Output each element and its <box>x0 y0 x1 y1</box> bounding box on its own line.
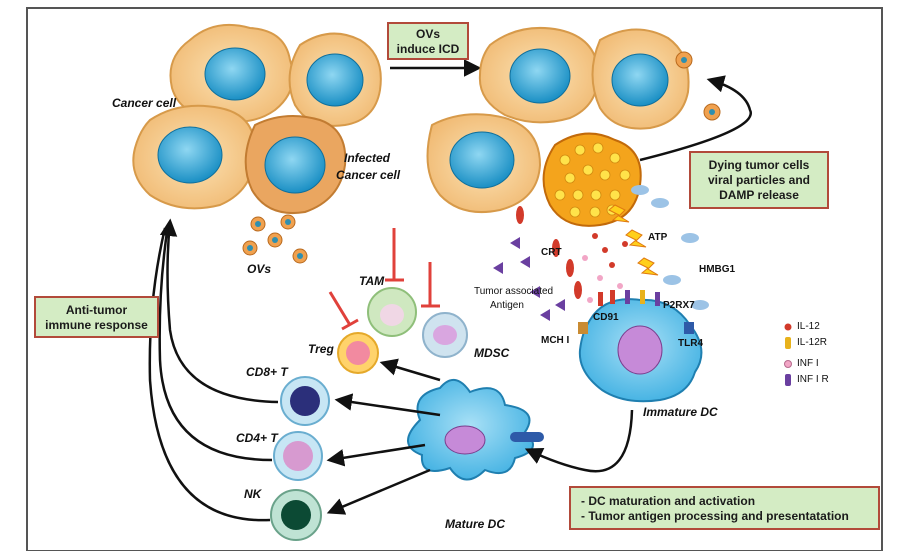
p2rx7-label: P2RX7 <box>663 300 695 311</box>
tumor-antigen-triangles <box>493 237 565 321</box>
box-text: Dying tumor cells <box>708 158 810 172</box>
nucleus-icon <box>157 126 223 184</box>
anti-tumor-response-box: Anti-tumor immune response <box>34 296 159 338</box>
red-dot-icon <box>784 323 792 331</box>
anti-tumor-response-curves <box>148 218 279 522</box>
cd8-label: CD8+ T <box>246 365 288 379</box>
released-virus-particles <box>675 51 721 121</box>
legend-inf1r: INF I R <box>797 374 829 385</box>
mch-label: MCH I <box>541 335 570 346</box>
taa-label-line2: Antigen <box>490 300 524 311</box>
mature-dc-label: Mature DC <box>445 517 506 531</box>
activation-arrows <box>326 358 441 515</box>
nucleus-icon <box>306 53 364 107</box>
viral-particles <box>554 142 631 218</box>
immature-dc <box>578 290 703 403</box>
nucleus-icon <box>449 131 515 189</box>
dying-tumor-cells-box: Dying tumor cells viral particles and DA… <box>689 151 829 209</box>
immature-dc-label: Immature DC <box>643 405 718 419</box>
nk-cell <box>270 489 322 541</box>
treg-cell <box>337 332 379 374</box>
pink-dot-icon <box>784 360 792 368</box>
legend-inf1: INF I <box>797 358 819 369</box>
box-text: OVs <box>415 27 440 41</box>
cd91-label: CD91 <box>593 312 619 323</box>
box-text: immune response <box>45 318 148 332</box>
legend-il12: IL-12 <box>797 321 820 332</box>
box-text: - Tumor antigen processing and presentat… <box>581 509 849 523</box>
crt-label: CRT <box>541 247 562 258</box>
yellow-receptor-icon <box>785 337 791 349</box>
legend-icons <box>784 323 792 386</box>
mdsc-label: MDSC <box>474 346 510 360</box>
nucleus-icon <box>264 136 326 194</box>
cd4-label: CD4+ T <box>236 431 278 445</box>
box-text: induce ICD <box>396 42 460 56</box>
purple-receptor-icon <box>785 374 791 386</box>
atp-label: ATP <box>648 232 668 243</box>
taa-label-line1: Tumor associated <box>474 286 554 297</box>
mature-dc <box>407 379 544 481</box>
infected-label-line1: Infected <box>344 151 391 165</box>
nucleus-icon <box>611 53 669 107</box>
inhibition-lines <box>328 228 440 331</box>
dc-maturation-box: - DC maturation and activation - Tumor a… <box>569 486 880 530</box>
damp-molecules <box>516 185 709 310</box>
box-text: Anti-tumor <box>65 303 128 317</box>
virus-release-arrow <box>639 75 752 162</box>
box-text: DAMP release <box>719 188 799 202</box>
nucleus-icon <box>204 47 266 101</box>
hmbg1-label: HMBG1 <box>699 264 736 275</box>
ovs-label: OVs <box>247 262 272 276</box>
tam-label: TAM <box>359 274 385 288</box>
ovs-induce-icd-box: OVs induce ICD <box>387 22 469 60</box>
treg-label: Treg <box>308 342 334 356</box>
mdsc-cell <box>422 312 468 358</box>
nk-label: NK <box>244 487 262 501</box>
maturation-arrow <box>524 409 634 473</box>
ov-particles <box>242 214 308 264</box>
infected-label-line2: Cancer cell <box>336 168 401 182</box>
cancer-cell-cluster <box>132 23 382 214</box>
dying-cell-cluster <box>426 26 690 227</box>
frame-border <box>26 7 883 551</box>
tam-cell <box>367 287 417 337</box>
box-text: - DC maturation and activation <box>581 494 756 508</box>
cd8-t-cell <box>280 376 330 426</box>
box-text: viral particles and <box>707 173 811 187</box>
legend-il12r: IL-12R <box>797 337 828 348</box>
nucleus-icon <box>509 48 571 104</box>
tlr4-label: TLR4 <box>678 338 703 349</box>
cd4-t-cell <box>273 431 323 481</box>
cancer-cell-label: Cancer cell <box>112 96 177 110</box>
